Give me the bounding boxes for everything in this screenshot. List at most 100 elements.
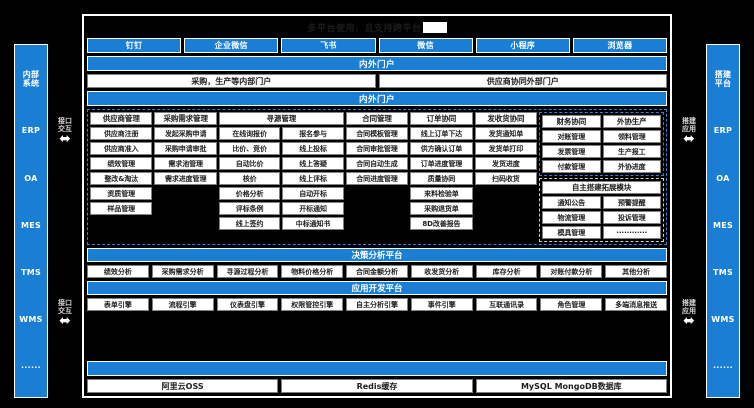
module-item-demand-pool[interactable]: 需求池管理	[154, 157, 217, 170]
module-item-auto-price-compare[interactable]: 自动比价	[218, 157, 281, 170]
platform-browser[interactable]: 浏览器	[572, 38, 668, 53]
module-item-material-issue[interactable]: 领料管理	[602, 130, 661, 143]
module-item-alert-reminder[interactable]: 预警提醒	[602, 196, 661, 209]
module-item-contract-approval[interactable]: 合同审批管理	[345, 142, 409, 155]
module-head-contract[interactable]: 合同管理	[345, 112, 409, 125]
appdev-item-multiterminal-push[interactable]: 多端消息推送	[605, 298, 668, 311]
module-item-price-analysis[interactable]: 价格分析	[218, 187, 281, 200]
module-item-purchase-return[interactable]: 采购退货单	[410, 202, 473, 215]
module-item-online-inquiry[interactable]: 在线询报价	[218, 127, 281, 140]
left-rail-item-oa[interactable]: OA	[24, 173, 38, 183]
portal-internal[interactable]: 采购，生产等内部门户	[87, 74, 376, 88]
module-item-contract-progress[interactable]: 合同进度管理	[345, 172, 409, 185]
appdev-item-permission-engine[interactable]: 权限管控引擎	[281, 298, 344, 311]
module-item-incoming-inspection[interactable]: 来料检验单	[410, 187, 473, 200]
module-item-supplier-confirm-order[interactable]: 供方确认订单	[410, 142, 473, 155]
module-item-contract-autogen[interactable]: 合同自动生成	[345, 157, 409, 170]
analysis-section-label: 决策分析平台	[87, 248, 667, 262]
left-rail-item-mes[interactable]: MES	[20, 220, 42, 230]
analysis-item-material-price[interactable]: 物料价格分析	[281, 265, 344, 278]
module-item-8d-report[interactable]: 8D改善报告	[410, 217, 473, 230]
module-item-quality-collab[interactable]: 质量协同	[410, 172, 473, 185]
right-rail-item-wms[interactable]: WMS	[711, 315, 735, 325]
module-item-outsource-progress[interactable]: 外协进度	[602, 160, 661, 173]
module-head-demand[interactable]: 采购需求管理	[154, 112, 217, 125]
module-item-delivery-progress[interactable]: 发货进度	[474, 157, 538, 170]
analysis-item-sourcing-process[interactable]: 寻源过程分析	[216, 265, 279, 278]
right-rail-item-tms[interactable]: TMS	[712, 268, 734, 278]
module-item-delivery-print[interactable]: 发货单打印	[474, 142, 538, 155]
module-item-qualification[interactable]: 资质管理	[90, 187, 153, 200]
analysis-item-delivery-receipt[interactable]: 收发货分析	[410, 265, 473, 278]
module-item-reconciliation[interactable]: 对账管理	[542, 130, 601, 143]
analysis-item-contract-amount[interactable]: 合同金额分析	[346, 265, 408, 278]
platform-dingtalk[interactable]: 钉钉	[87, 38, 182, 53]
module-item-logistics[interactable]: 物流管理	[542, 211, 601, 224]
appdev-item-process-engine[interactable]: 流程引擎	[151, 298, 214, 311]
module-item-evaluation-rules[interactable]: 评标条例	[218, 202, 281, 215]
module-item-online-tender[interactable]: 线上投标	[282, 142, 344, 155]
module-item-online-sign[interactable]: 线上签约	[218, 217, 281, 230]
module-head-outsource[interactable]: 外协生产	[602, 115, 661, 128]
platform-wechat[interactable]: 微信	[378, 38, 473, 53]
analysis-item-inventory[interactable]: 库存分析	[475, 265, 538, 278]
module-head-supplier[interactable]: 供应商管理	[90, 112, 153, 125]
appdev-item-role-management[interactable]: 角色管理	[540, 298, 603, 311]
module-head-delivery[interactable]: 发收货协同	[474, 112, 538, 125]
module-item-payment[interactable]: 付款管理	[542, 160, 601, 173]
platform-feishu[interactable]: 飞书	[281, 38, 376, 53]
left-rail-item-wms[interactable]: WMS	[19, 315, 43, 325]
module-head-finance[interactable]: 财务协同	[542, 115, 601, 128]
module-item-online-qa[interactable]: 线上答疑	[282, 157, 344, 170]
analysis-item-other[interactable]: 其他分析	[605, 265, 668, 278]
appdev-item-form-engine[interactable]: 表单引擎	[87, 298, 149, 311]
appdev-item-analysis-engine[interactable]: 自主分析引擎	[346, 298, 408, 311]
module-item-rectify-eliminate[interactable]: 整改&淘汰	[90, 172, 153, 185]
module-head-extension[interactable]: 自主搭建拓展模块	[542, 181, 661, 194]
module-item-contract-template[interactable]: 合同模板管理	[345, 127, 409, 140]
module-item-complaint[interactable]: 投诉管理	[602, 211, 661, 224]
module-item-production-report[interactable]: 生产报工	[602, 145, 661, 158]
infra-item-database[interactable]: MySQL MongoDB数据库	[475, 379, 667, 393]
module-item-price-compare-bid[interactable]: 比价、竞价	[218, 142, 281, 155]
right-rail-item-oa[interactable]: OA	[716, 173, 730, 183]
module-item-order-progress[interactable]: 订单进度管理	[410, 157, 473, 170]
module-item-auto-bid-open[interactable]: 自动开标	[282, 187, 344, 200]
module-item-notice-announcement[interactable]: 通知公告	[542, 196, 601, 209]
platform-miniprogram[interactable]: 小程序	[475, 38, 570, 53]
module-item-supplier-admit[interactable]: 供应商准入	[90, 142, 153, 155]
analysis-item-performance[interactable]: 绩效分析	[87, 265, 149, 278]
platform-wecom[interactable]: 企业微信	[184, 38, 279, 53]
module-item-performance[interactable]: 绩效管理	[90, 157, 153, 170]
module-item-raise-request[interactable]: 发起采购申请	[154, 127, 217, 140]
analysis-item-reconcile-payment[interactable]: 对账付款分析	[540, 265, 603, 278]
module-item-demand-progress[interactable]: 需求进度管理	[154, 172, 217, 185]
left-rail-item-erp[interactable]: ERP	[21, 126, 41, 136]
appdev-item-dashboard-engine[interactable]: 仪表盘引擎	[216, 298, 279, 311]
module-item-request-approval[interactable]: 采购申请审批	[154, 142, 217, 155]
module-item-award-notice[interactable]: 中标通知书	[282, 217, 344, 230]
left-rail-item-tms[interactable]: TMS	[20, 268, 42, 278]
module-item-mold-management[interactable]: 模具管理	[542, 226, 601, 239]
portal-external[interactable]: 供应商协同外部门户	[378, 74, 667, 88]
module-item-online-evaluation[interactable]: 线上评标	[282, 172, 344, 185]
module-item-scan-receive[interactable]: 扫码收货	[474, 172, 538, 185]
module-head-sourcing[interactable]: 寻源管理	[218, 112, 344, 125]
appdev-item-event-engine[interactable]: 事件引擎	[410, 298, 473, 311]
analysis-item-demand[interactable]: 采购需求分析	[151, 265, 214, 278]
module-item-invoice[interactable]: 发票管理	[542, 145, 601, 158]
infra-item-redis[interactable]: Redis缓存	[281, 379, 473, 393]
module-item-signup-participate[interactable]: 报名参与	[282, 127, 344, 140]
module-item-price-verify[interactable]: 核价	[218, 172, 281, 185]
module-item-delivery-notice[interactable]: 发货通知单	[474, 127, 538, 140]
module-item-supplier-register[interactable]: 供应商注册	[90, 127, 153, 140]
infra-item-oss[interactable]: 阿里云OSS	[87, 379, 279, 393]
module-head-order[interactable]: 订单协同	[410, 112, 473, 125]
module-item-bid-open-notice[interactable]: 开标通知	[282, 202, 344, 215]
module-item-online-order-issue[interactable]: 线上订单下达	[410, 127, 473, 140]
appdev-section-label: 应用开发平台	[87, 281, 667, 295]
module-item-sample[interactable]: 样品管理	[90, 202, 153, 215]
right-rail-item-erp[interactable]: ERP	[713, 126, 733, 136]
right-rail-item-mes[interactable]: MES	[712, 220, 734, 230]
appdev-item-contacts[interactable]: 互联通讯录	[475, 298, 538, 311]
